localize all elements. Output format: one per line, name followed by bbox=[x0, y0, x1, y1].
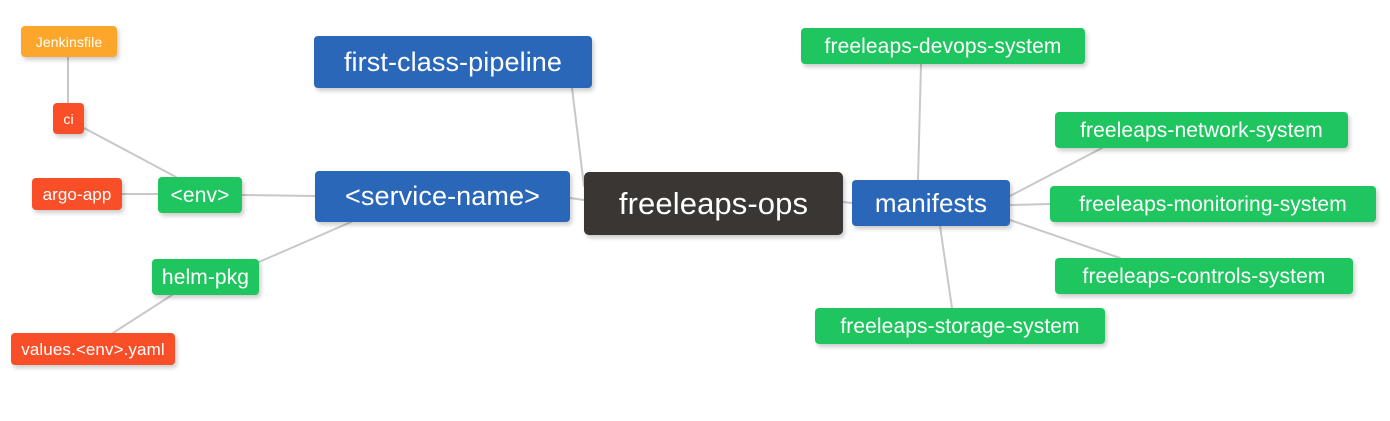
mindmap-node-helm-pkg[interactable]: helm-pkg bbox=[152, 259, 259, 295]
mindmap-node-argo-app[interactable]: argo-app bbox=[32, 178, 122, 210]
edge-freeleaps-ops-to-manifests bbox=[842, 201, 853, 204]
mindmap-node-manifests[interactable]: manifests bbox=[852, 180, 1010, 226]
mindmap-node-freeleaps-devops-system[interactable]: freeleaps-devops-system bbox=[801, 28, 1085, 64]
mindmap-node-freeleaps-storage-system[interactable]: freeleaps-storage-system bbox=[815, 308, 1105, 344]
mindmap-node-jenkinsfile[interactable]: Jenkinsfile bbox=[21, 26, 117, 57]
mindmap-node-env[interactable]: <env> bbox=[158, 177, 242, 213]
mindmap-node-values-env-yaml[interactable]: values.<env>.yaml bbox=[11, 333, 175, 365]
mindmap-node-freeleaps-network-system[interactable]: freeleaps-network-system bbox=[1055, 112, 1348, 148]
edge-env-to-ci bbox=[83, 127, 177, 178]
edge-manifests-to-freeleaps-storage-system bbox=[939, 225, 953, 309]
mindmap-node-ci[interactable]: ci bbox=[53, 103, 84, 134]
mindmap-node-service-name[interactable]: <service-name> bbox=[315, 171, 570, 222]
edge-manifests-to-freeleaps-devops-system bbox=[917, 63, 922, 181]
edge-freeleaps-ops-to-service-name bbox=[569, 197, 585, 201]
edge-service-name-to-env bbox=[241, 194, 316, 197]
mindmap-node-freeleaps-controls-system[interactable]: freeleaps-controls-system bbox=[1055, 258, 1353, 294]
edge-helm-pkg-to-values-env-yaml bbox=[112, 294, 173, 334]
edge-manifests-to-freeleaps-controls-system bbox=[1009, 219, 1121, 259]
edge-manifests-to-freeleaps-monitoring-system bbox=[1009, 203, 1051, 206]
edge-service-name-to-helm-pkg bbox=[258, 221, 352, 263]
mindmap-node-freeleaps-monitoring-system[interactable]: freeleaps-monitoring-system bbox=[1050, 186, 1376, 222]
mindmap-node-freeleaps-ops[interactable]: freeleaps-ops bbox=[584, 172, 843, 235]
edge-freeleaps-ops-to-first-class-pipeline bbox=[571, 87, 585, 187]
mindmap-node-first-class-pipeline[interactable]: first-class-pipeline bbox=[314, 36, 592, 88]
